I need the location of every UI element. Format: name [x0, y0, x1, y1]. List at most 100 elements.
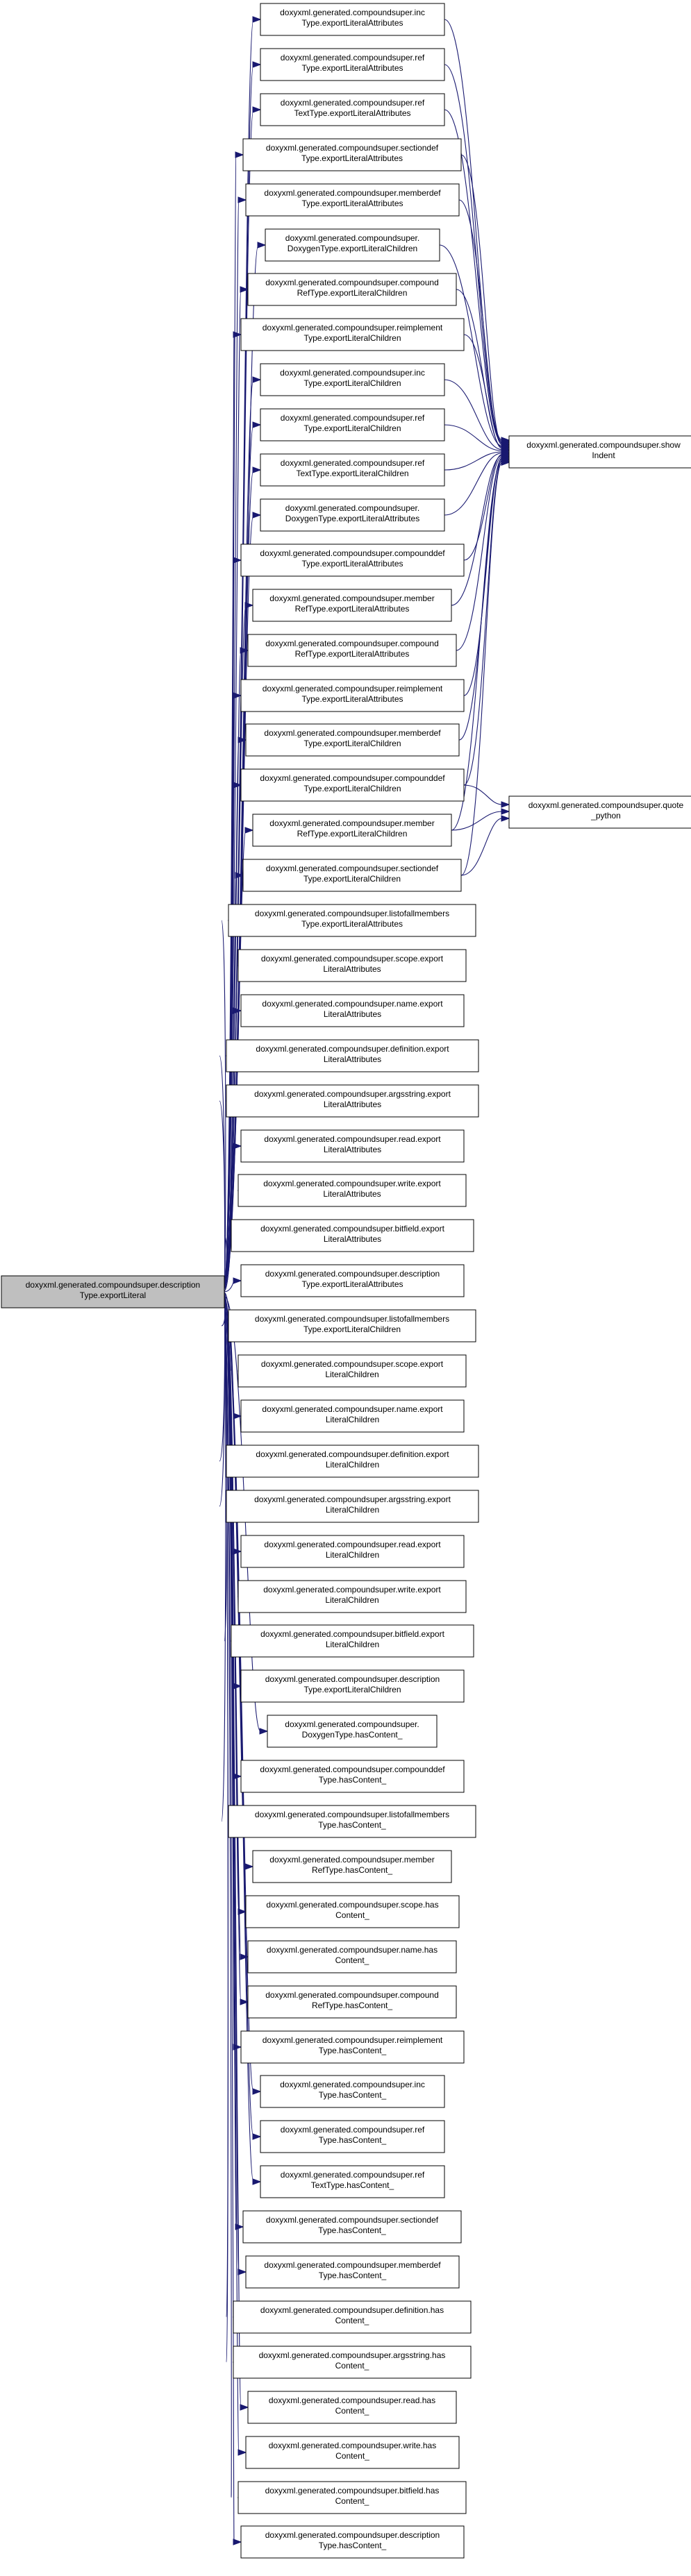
node-n11[interactable]: doxyxml.generated.compoundsuper.refTextT…: [260, 453, 445, 487]
node-n34[interactable]: doxyxml.generated.compoundsuper.argsstri…: [226, 1490, 479, 1523]
node-n36[interactable]: doxyxml.generated.compoundsuper.write.ex…: [238, 1580, 467, 1613]
node-label-line: doxyxml.generated.compoundsuper.quote: [528, 800, 684, 810]
node-box: [226, 1084, 479, 1118]
node-n45[interactable]: doxyxml.generated.compoundsuper.compound…: [247, 1985, 457, 2019]
node-n22[interactable]: doxyxml.generated.compoundsuper.scope.ex…: [238, 949, 467, 982]
edge-root-to-n41-line: [221, 1297, 226, 1822]
node-label-line: doxyxml.generated.compoundsuper.member: [269, 818, 434, 828]
edge-root-to-n54: [224, 1302, 249, 2411]
node-n20[interactable]: doxyxml.generated.compoundsuper.sectiond…: [242, 859, 462, 892]
node-n40[interactable]: doxyxml.generated.compoundsuper.compound…: [240, 1760, 465, 1793]
node-label-line: doxyxml.generated.compoundsuper.name.has: [267, 1945, 438, 1955]
node-box: [260, 2165, 445, 2198]
node-n30[interactable]: doxyxml.generated.compoundsuper.listofal…: [228, 1309, 476, 1342]
node-n44[interactable]: doxyxml.generated.compoundsuper.name.has…: [247, 1940, 457, 1973]
node-n57[interactable]: doxyxml.generated.compoundsuper.descript…: [240, 2525, 465, 2559]
node-n31[interactable]: doxyxml.generated.compoundsuper.scope.ex…: [238, 1354, 467, 1388]
node-label-line: RefType.exportLiteralAttributes: [295, 604, 410, 614]
edge-root-to-n42-arrowhead: [244, 1863, 254, 1870]
node-n08[interactable]: doxyxml.generated.compoundsuper.reimplem…: [240, 318, 465, 351]
node-n25[interactable]: doxyxml.generated.compoundsuper.argsstri…: [226, 1084, 479, 1118]
node-quotePython[interactable]: doxyxml.generated.compoundsuper.quote_py…: [508, 795, 691, 829]
node-n02[interactable]: doxyxml.generated.compoundsuper.refType.…: [260, 48, 445, 81]
node-box: [238, 1354, 467, 1388]
node-n37[interactable]: doxyxml.generated.compoundsuper.bitfield…: [231, 1624, 474, 1658]
node-n38[interactable]: doxyxml.generated.compoundsuper.descript…: [240, 1669, 465, 1703]
node-label-line: doxyxml.generated.compoundsuper.compound…: [260, 1765, 445, 1774]
node-showIndent[interactable]: doxyxml.generated.compoundsuper.showInde…: [508, 435, 691, 469]
node-n19[interactable]: doxyxml.generated.compoundsuper.memberRe…: [252, 814, 452, 847]
node-n49[interactable]: doxyxml.generated.compoundsuper.refTextT…: [260, 2165, 445, 2198]
node-n55[interactable]: doxyxml.generated.compoundsuper.write.ha…: [245, 2436, 460, 2469]
edge-n08-to-show-indent-line: [463, 334, 503, 449]
node-n05[interactable]: doxyxml.generated.compoundsuper.memberde…: [245, 183, 460, 217]
node-n21[interactable]: doxyxml.generated.compoundsuper.listofal…: [228, 904, 476, 937]
node-n53[interactable]: doxyxml.generated.compoundsuper.argsstri…: [233, 2346, 472, 2379]
node-n03[interactable]: doxyxml.generated.compoundsuper.refTextT…: [260, 93, 445, 126]
edge-root-to-n20-arrowhead: [235, 872, 244, 879]
node-n14[interactable]: doxyxml.generated.compoundsuper.memberRe…: [252, 589, 452, 622]
node-label-line: doxyxml.generated.compoundsuper.write.ha…: [269, 2441, 436, 2450]
node-n42[interactable]: doxyxml.generated.compoundsuper.memberRe…: [252, 1850, 452, 1883]
node-n48[interactable]: doxyxml.generated.compoundsuper.refType.…: [260, 2120, 445, 2153]
edge-root-to-n29: [224, 1277, 242, 1293]
node-n29[interactable]: doxyxml.generated.compoundsuper.descript…: [240, 1264, 465, 1297]
node-n27[interactable]: doxyxml.generated.compoundsuper.write.ex…: [238, 1174, 467, 1207]
node-n35[interactable]: doxyxml.generated.compoundsuper.read.exp…: [240, 1535, 465, 1568]
edge-n19-to-quote-python-line: [451, 811, 503, 831]
node-n12[interactable]: doxyxml.generated.compoundsuper.DoxygenT…: [260, 498, 445, 532]
node-label-line: doxyxml.generated.compoundsuper.write.ex…: [263, 1585, 441, 1594]
node-n16[interactable]: doxyxml.generated.compoundsuper.reimplem…: [240, 679, 465, 712]
node-n17[interactable]: doxyxml.generated.compoundsuper.memberde…: [245, 723, 460, 757]
node-label-line: Type.exportLiteralChildren: [303, 1324, 401, 1334]
node-n33[interactable]: doxyxml.generated.compoundsuper.definiti…: [226, 1445, 479, 1478]
node-n06[interactable]: doxyxml.generated.compoundsuper.DoxygenT…: [265, 228, 440, 262]
node-n01[interactable]: doxyxml.generated.compoundsuper.incType.…: [260, 3, 445, 36]
node-n24[interactable]: doxyxml.generated.compoundsuper.definiti…: [226, 1039, 479, 1072]
node-n07[interactable]: doxyxml.generated.compoundsuper.compound…: [247, 273, 457, 306]
node-n28[interactable]: doxyxml.generated.compoundsuper.bitfield…: [231, 1219, 474, 1252]
edge-root-to-n45-arrowhead: [240, 1998, 249, 2005]
edge-n20-to-quote-python-arrowhead: [501, 815, 510, 822]
edge-root-to-n05-arrowhead: [238, 196, 247, 203]
node-n54[interactable]: doxyxml.generated.compoundsuper.read.has…: [247, 2391, 457, 2424]
node-n04[interactable]: doxyxml.generated.compoundsuper.sectiond…: [242, 138, 462, 171]
node-n09[interactable]: doxyxml.generated.compoundsuper.incType.…: [260, 363, 445, 396]
node-label-line: doxyxml.generated.compoundsuper.name.exp…: [262, 999, 443, 1009]
edge-n18-to-quote-python: [463, 784, 510, 808]
node-n41[interactable]: doxyxml.generated.compoundsuper.listofal…: [228, 1805, 476, 1838]
node-label-line: Type.exportLiteralAttributes: [301, 559, 403, 569]
node-box: [267, 1715, 438, 1748]
node-n46[interactable]: doxyxml.generated.compoundsuper.reimplem…: [240, 2030, 465, 2064]
node-n23[interactable]: doxyxml.generated.compoundsuper.name.exp…: [240, 994, 465, 1027]
node-n18[interactable]: doxyxml.generated.compoundsuper.compound…: [240, 768, 465, 802]
node-n26[interactable]: doxyxml.generated.compoundsuper.read.exp…: [240, 1129, 465, 1163]
node-label-line: Content_: [335, 2406, 369, 2416]
node-n52[interactable]: doxyxml.generated.compoundsuper.definiti…: [233, 2300, 472, 2334]
node-n15[interactable]: doxyxml.generated.compoundsuper.compound…: [247, 634, 457, 667]
edge-root-to-n55-line: [224, 1303, 240, 2453]
edge-root-to-n02-arrowhead: [252, 61, 262, 68]
node-n56[interactable]: doxyxml.generated.compoundsuper.bitfield…: [238, 2481, 467, 2514]
node-label-line: Type.hasContent_: [318, 1820, 386, 1830]
node-n39[interactable]: doxyxml.generated.compoundsuper.DoxygenT…: [267, 1715, 438, 1748]
node-n43[interactable]: doxyxml.generated.compoundsuper.scope.ha…: [245, 1895, 460, 1928]
node-n47[interactable]: doxyxml.generated.compoundsuper.incType.…: [260, 2075, 445, 2108]
node-n10[interactable]: doxyxml.generated.compoundsuper.refType.…: [260, 408, 445, 441]
node-label-line: LiteralAttributes: [324, 1054, 381, 1064]
edge-root-to-n17-arrowhead: [238, 736, 247, 743]
node-root[interactable]: doxyxml.generated.compoundsuper.descript…: [1, 1275, 225, 1308]
node-label-line: doxyxml.generated.compoundsuper.: [285, 233, 419, 243]
node-n51[interactable]: doxyxml.generated.compoundsuper.memberde…: [245, 2255, 460, 2289]
node-box: [233, 2300, 472, 2334]
node-n32[interactable]: doxyxml.generated.compoundsuper.name.exp…: [240, 1399, 465, 1433]
node-label-line: doxyxml.generated.compoundsuper.bitfield…: [260, 1224, 444, 1234]
node-n13[interactable]: doxyxml.generated.compoundsuper.compound…: [240, 544, 465, 577]
node-label-line: doxyxml.generated.compoundsuper.argsstri…: [254, 1089, 451, 1099]
edge-root-to-n09-arrowhead: [252, 376, 262, 383]
edge-root-to-n51-arrowhead: [238, 2268, 247, 2275]
node-n50[interactable]: doxyxml.generated.compoundsuper.sectiond…: [242, 2210, 462, 2244]
node-label-line: RefType.exportLiteralAttributes: [295, 649, 410, 659]
edge-root-to-n19-arrowhead: [244, 827, 254, 834]
node-label-line: LiteralChildren: [326, 1550, 379, 1560]
